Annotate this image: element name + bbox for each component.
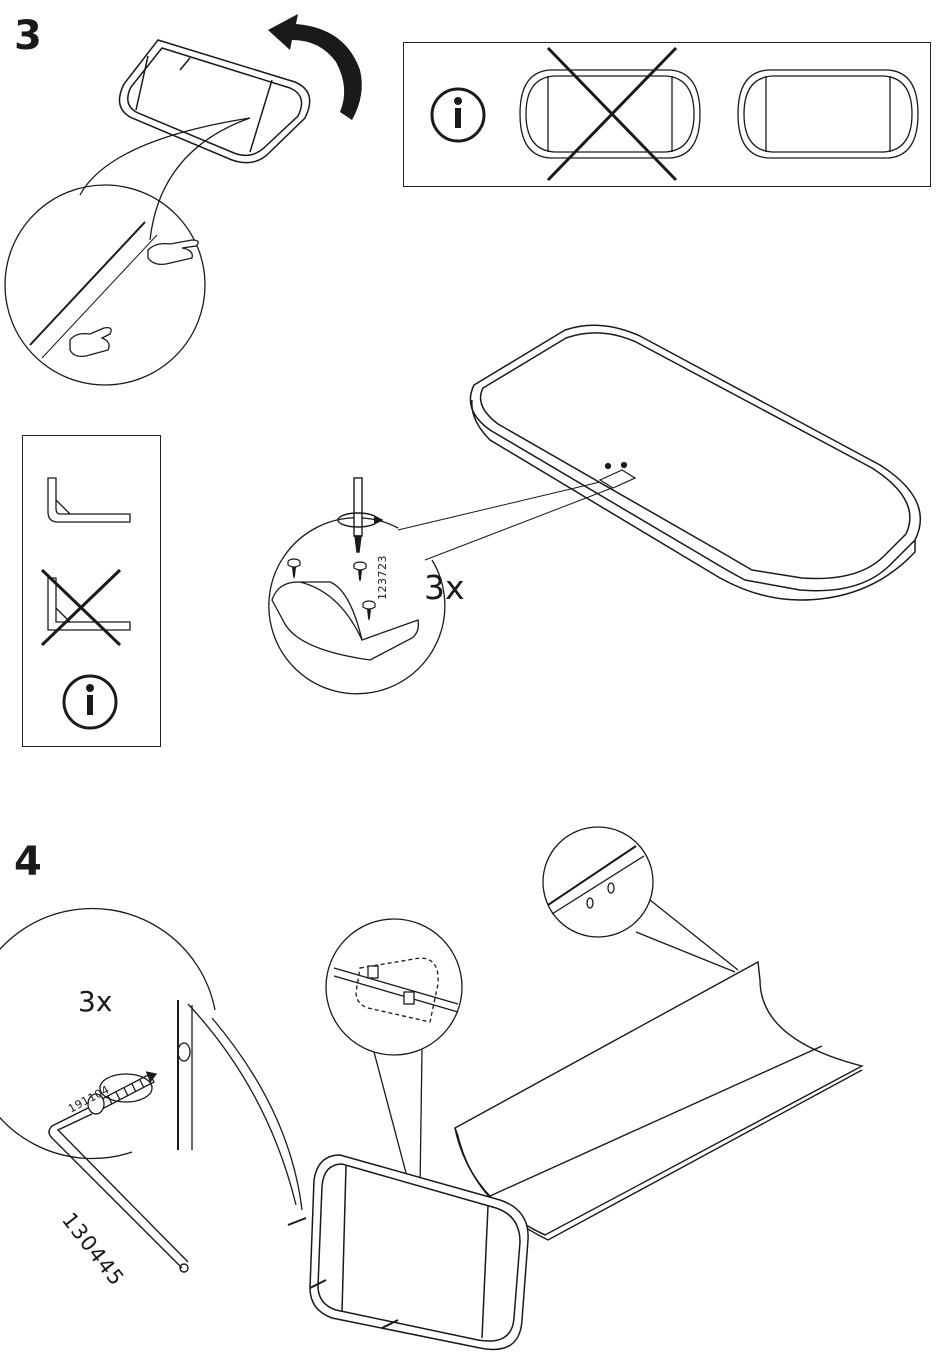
- screw-icon: [363, 601, 375, 621]
- curved-panel: [455, 962, 862, 1240]
- correct-bracket-orientation: [48, 478, 130, 522]
- large-frame: [470, 325, 920, 600]
- quantity-label: 3x: [78, 985, 112, 1018]
- allen-key-icon: [49, 1108, 188, 1272]
- detail-circle-hands: [5, 118, 250, 385]
- quantity-label: 3x: [424, 568, 465, 607]
- detail-circle-bracket: [326, 919, 462, 1188]
- info-icon: [432, 89, 484, 141]
- detail-circle-panel-holes: [543, 827, 738, 972]
- correct-frame-orientation: [738, 70, 918, 158]
- info-icon: [64, 676, 116, 728]
- wrong-bracket-orientation: [42, 570, 130, 645]
- screw-icon: [354, 562, 366, 582]
- detail-circle-bolt: [0, 908, 302, 1210]
- screw-icon: [288, 559, 300, 579]
- screwdriver-icon: [338, 478, 382, 552]
- wrong-frame-orientation: [520, 48, 700, 180]
- part-number-screw: 123723: [376, 555, 389, 600]
